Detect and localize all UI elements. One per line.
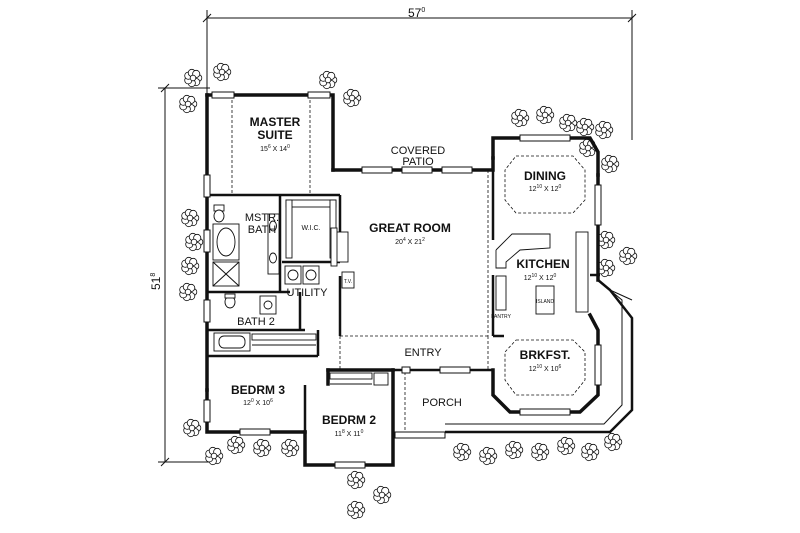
svg-text:1210 X 106: 1210 X 106	[529, 364, 562, 373]
dashed-lines	[231, 100, 586, 432]
shrub-16	[185, 232, 204, 252]
shrub-27	[453, 442, 472, 462]
shrub-28	[479, 446, 498, 466]
room-wic: W.I.C.	[301, 225, 320, 232]
svg-text:BEDRM 2: BEDRM 2	[322, 413, 376, 427]
shrub-0	[184, 68, 203, 88]
svg-text:PATIO: PATIO	[402, 156, 434, 168]
shrub-5	[511, 108, 530, 128]
depth-dimension-text: 518	[149, 273, 163, 290]
shrub-17	[181, 256, 200, 276]
svg-text:DINING: DINING	[524, 169, 566, 183]
label-island: ISLAND	[536, 299, 554, 305]
porch-railing	[393, 279, 634, 439]
room-mstr-bath: MSTR. BATH	[245, 212, 279, 236]
svg-text:118 X 110: 118 X 110	[335, 429, 364, 438]
room-bath-2: BATH 2	[237, 316, 275, 328]
label-tv: T.V.	[344, 279, 352, 285]
shrub-13	[619, 246, 638, 266]
shrub-11	[601, 154, 620, 174]
shrub-25	[373, 485, 392, 505]
depth-dimension-line	[158, 83, 210, 467]
shrub-24	[347, 470, 366, 490]
landscaping-shrubs	[179, 62, 638, 520]
svg-text:COVERED: COVERED	[391, 145, 445, 157]
shrub-31	[557, 436, 576, 456]
shrub-10	[579, 138, 598, 158]
shrub-14	[597, 258, 616, 278]
fixtures	[212, 199, 589, 386]
shrub-19	[183, 418, 202, 438]
svg-text:BEDRM 3: BEDRM 3	[231, 383, 285, 397]
svg-text:MSTR.: MSTR.	[245, 212, 279, 224]
svg-text:MASTER: MASTER	[250, 115, 301, 129]
room-bedrm-3: BEDRM 3 120 X 106	[231, 383, 285, 407]
shrub-33	[604, 432, 623, 452]
svg-text:204 X 212: 204 X 212	[395, 237, 425, 246]
svg-text:GREAT ROOM: GREAT ROOM	[369, 221, 451, 235]
svg-text:BATH: BATH	[248, 224, 277, 236]
shrub-32	[581, 442, 600, 462]
room-master-suite: MASTER SUITE 156 X 140	[250, 115, 301, 153]
shrub-15	[181, 208, 200, 228]
svg-text:SUITE: SUITE	[257, 128, 292, 142]
shrub-29	[505, 440, 524, 460]
width-dimension-line	[202, 10, 637, 140]
shrub-9	[595, 120, 614, 140]
shrub-8	[576, 117, 595, 137]
shrub-2	[179, 94, 198, 114]
shrub-21	[227, 435, 246, 455]
room-entry: ENTRY	[404, 347, 442, 359]
room-porch: PORCH	[422, 397, 462, 409]
room-bedrm-2: BEDRM 2 118 X 110	[322, 413, 376, 438]
shrub-20	[205, 446, 224, 466]
room-dining: DINING 1210 X 120	[524, 169, 566, 193]
shrub-12	[597, 230, 616, 250]
shrub-7	[559, 113, 578, 133]
room-great-room: GREAT ROOM 204 X 212	[369, 221, 451, 246]
svg-text:BRKFST.: BRKFST.	[520, 348, 571, 362]
svg-text:KITCHEN: KITCHEN	[516, 257, 569, 271]
width-dimension-text: 570	[408, 6, 425, 20]
shrub-23	[281, 438, 300, 458]
shrub-1	[213, 62, 232, 82]
windows	[203, 91, 602, 469]
svg-text:156 X 140: 156 X 140	[260, 144, 290, 153]
room-brkfst: BRKFST. 1210 X 106	[520, 348, 571, 373]
svg-text:120 X 106: 120 X 106	[243, 398, 273, 407]
shrub-22	[253, 438, 272, 458]
svg-text:1210 X 120: 1210 X 120	[529, 184, 562, 193]
shrub-26	[347, 500, 366, 520]
svg-text:1210 X 120: 1210 X 120	[524, 273, 557, 282]
shrub-18	[179, 282, 198, 302]
label-pantry: PANTRY	[491, 314, 511, 320]
shrub-6	[536, 105, 555, 125]
shrub-30	[531, 442, 550, 462]
shrub-3	[319, 70, 338, 90]
room-covered-patio: COVERED PATIO	[391, 145, 445, 168]
shrub-4	[343, 88, 362, 108]
room-utility: UTILITY	[287, 287, 329, 299]
room-kitchen: KITCHEN 1210 X 120	[516, 257, 569, 282]
